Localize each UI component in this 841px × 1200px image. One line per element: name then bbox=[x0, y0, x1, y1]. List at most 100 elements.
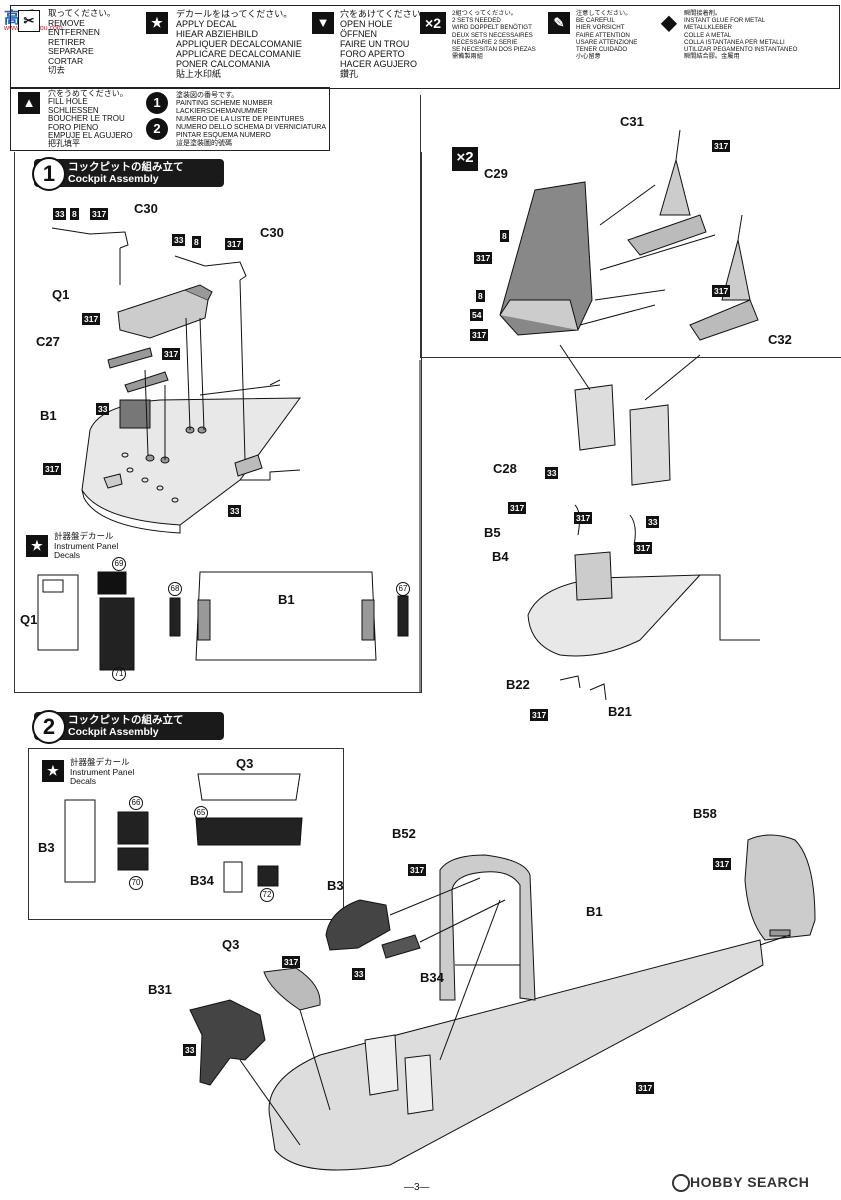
part-b3: B3 bbox=[327, 878, 344, 893]
part-q3-decal: Q3 bbox=[236, 756, 254, 771]
hobby-search-logo-icon bbox=[672, 1174, 690, 1192]
decal-star-icon: ★ bbox=[146, 12, 168, 34]
part-b1-step1: B1 bbox=[40, 408, 57, 423]
color-callout-317: 317 bbox=[282, 956, 301, 968]
decal-number-70: 70 bbox=[129, 876, 143, 890]
decal-star-icon: ★ bbox=[26, 535, 48, 557]
two-sets-badge: ×2 bbox=[452, 147, 478, 171]
legend-glue: 瞬間接着剤。 INSTANT GLUE FOR METAL METALLKLEB… bbox=[684, 10, 798, 61]
color-callout-8: 8 bbox=[192, 236, 201, 248]
careful-icon: ✎ bbox=[548, 12, 570, 34]
part-c32: C32 bbox=[768, 332, 792, 347]
decal-number-65: 65 bbox=[194, 806, 208, 820]
color-callout-317: 317 bbox=[162, 348, 181, 360]
part-q1: Q1 bbox=[52, 287, 70, 302]
color-callout-317: 317 bbox=[508, 502, 527, 514]
scheme-1-icon: 1 bbox=[146, 92, 168, 114]
legend-careful: 注意してください。 BE CAREFUL HIER VORSICHT FAIRE… bbox=[576, 10, 638, 61]
glue-diamond-icon: ◆ bbox=[658, 12, 680, 34]
color-callout-33: 33 bbox=[646, 516, 660, 528]
step2-title-jp: コックピットの組み立て bbox=[68, 714, 184, 726]
step1-title-en: Cockpit Assembly bbox=[68, 173, 159, 185]
color-callout-317: 317 bbox=[530, 709, 549, 721]
step1-title-jp: コックピットの組み立て bbox=[68, 161, 184, 173]
color-callout-317: 317 bbox=[712, 140, 731, 152]
legend-panel bbox=[10, 5, 840, 89]
part-c31: C31 bbox=[620, 114, 644, 129]
part-b5: B5 bbox=[484, 525, 501, 540]
decal-number-69: 69 bbox=[112, 557, 126, 571]
legend-painting-scheme: 塗装図の番号です。 PAINTING SCHEME NUMBER LACKIER… bbox=[176, 92, 327, 147]
color-callout-33: 33 bbox=[228, 505, 242, 517]
color-callout-317: 317 bbox=[634, 542, 653, 554]
part-b3-decal: B3 bbox=[38, 840, 55, 855]
part-b34: B34 bbox=[420, 970, 444, 985]
part-b4: B4 bbox=[492, 549, 509, 564]
color-callout-33: 33 bbox=[96, 403, 110, 415]
part-c27: C27 bbox=[36, 334, 60, 349]
color-callout-33: 33 bbox=[172, 234, 186, 246]
decal-number-66: 66 bbox=[129, 796, 143, 810]
step1-number: 1 bbox=[32, 157, 66, 191]
part-q3: Q3 bbox=[222, 937, 240, 952]
legend-remove: 取ってください。 REMOVE ENTFERNEN RETIRER SEPARA… bbox=[48, 8, 116, 75]
color-callout-317: 317 bbox=[574, 512, 593, 524]
color-callout-317: 317 bbox=[474, 252, 493, 264]
decal-number-72: 72 bbox=[260, 888, 274, 902]
color-callout-8: 8 bbox=[500, 230, 509, 242]
part-b52: B52 bbox=[392, 826, 416, 841]
legend-decal: デカールをはってください。 APPLY DECAL HIEAR ABZIEHBI… bbox=[176, 9, 303, 79]
color-callout-8: 8 bbox=[476, 290, 485, 302]
part-c28: C28 bbox=[493, 461, 517, 476]
part-q1-decal: Q1 bbox=[20, 612, 38, 627]
color-callout-317: 317 bbox=[43, 463, 62, 475]
part-c30-left: C30 bbox=[134, 201, 158, 216]
part-b31: B31 bbox=[148, 982, 172, 997]
legend-panel-lower bbox=[10, 87, 330, 151]
part-b22: B22 bbox=[506, 677, 530, 692]
part-b21: B21 bbox=[608, 704, 632, 719]
seat-detail-panel bbox=[420, 95, 841, 358]
color-callout-317: 317 bbox=[90, 208, 109, 220]
color-callout-33: 33 bbox=[352, 968, 366, 980]
color-callout-8: 8 bbox=[70, 208, 79, 220]
color-callout-317: 317 bbox=[82, 313, 101, 325]
step1-title: 1 コックピットの組み立て Cockpit Assembly bbox=[32, 157, 224, 191]
two-sets-icon: ×2 bbox=[420, 12, 446, 34]
color-callout-33: 33 bbox=[545, 467, 559, 479]
part-b1-step2: B1 bbox=[586, 904, 603, 919]
remove-icon: ✂ bbox=[18, 10, 40, 32]
legend-two-sets: 2組つくってください。 2 SETS NEEDED WIRD DOPPELT B… bbox=[452, 10, 536, 61]
page-number: —3— bbox=[404, 1182, 430, 1193]
step2-number: 2 bbox=[32, 710, 66, 744]
part-c29: C29 bbox=[484, 166, 508, 181]
step1-panel bbox=[14, 152, 422, 693]
legend-open-hole: 穴をあけてください。 OPEN HOLE ÖFFNEN FAIRE UN TRO… bbox=[340, 9, 430, 79]
step2-title: 2 コックピットの組み立て Cockpit Assembly bbox=[32, 710, 224, 744]
decal-number-68: 68 bbox=[168, 582, 182, 596]
color-callout-33: 33 bbox=[183, 1044, 197, 1056]
legend-fill-hole: 穴をうめてください。 FILL HOLE SCHLIESSEN BOUCHER … bbox=[48, 89, 133, 149]
part-b34-decal: B34 bbox=[190, 873, 214, 888]
color-callout-317: 317 bbox=[636, 1082, 655, 1094]
decal-caption-step1: 計器盤デカール Instrument Panel Decals bbox=[54, 531, 119, 560]
color-callout-317: 317 bbox=[470, 329, 489, 341]
decal-number-67: 67 bbox=[396, 582, 410, 596]
fill-hole-icon: ▲ bbox=[18, 92, 40, 114]
step2-decal-panel bbox=[28, 748, 344, 920]
hobby-search-watermark: HOBBY SEARCH bbox=[690, 1174, 810, 1190]
part-c30-right: C30 bbox=[260, 225, 284, 240]
color-callout-317: 317 bbox=[225, 238, 244, 250]
drill-icon: ▼ bbox=[312, 12, 334, 34]
scheme-2-icon: 2 bbox=[146, 118, 168, 140]
part-b58: B58 bbox=[693, 806, 717, 821]
color-callout-317: 317 bbox=[713, 858, 732, 870]
decal-number-71: 71 bbox=[112, 667, 126, 681]
part-b1-decal: B1 bbox=[278, 592, 295, 607]
color-callout-317: 317 bbox=[408, 864, 427, 876]
decal-star-icon: ★ bbox=[42, 760, 64, 782]
color-callout-33: 33 bbox=[53, 208, 67, 220]
color-callout-317: 317 bbox=[712, 285, 731, 297]
step2-title-en: Cockpit Assembly bbox=[68, 726, 159, 738]
